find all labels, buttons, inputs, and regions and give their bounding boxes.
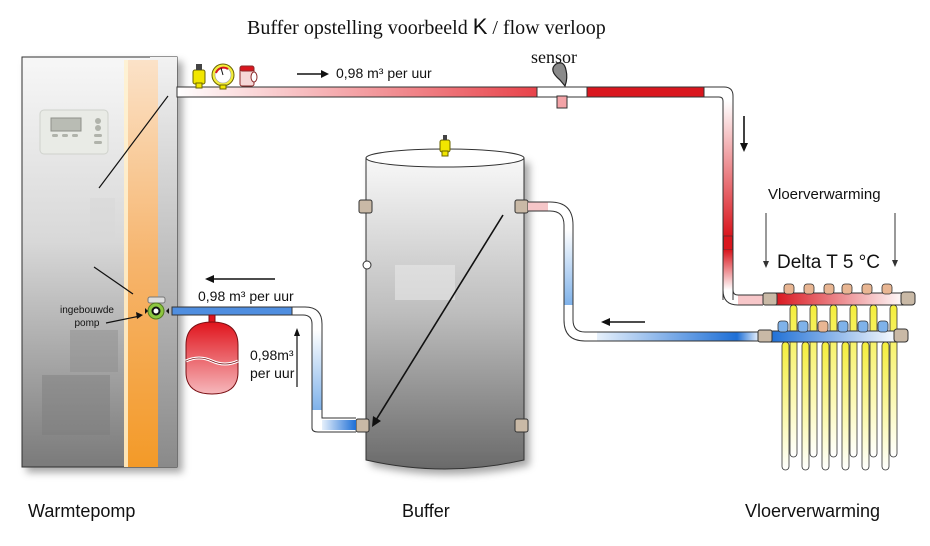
flow-rate-vertical: 0,98m³ per uur: [250, 346, 294, 382]
return-valve-cap: [797, 320, 809, 333]
return-pipe-left: [171, 275, 356, 433]
supply-valve-cap: [841, 283, 853, 295]
supply-valve-cap: [881, 283, 893, 295]
return-valve-cap: [817, 320, 829, 333]
pressure-gauge-icon: [211, 63, 235, 90]
pointer-line: [98, 95, 169, 189]
diagram-title: Buffer opstelling voorbeeld K / flow ver…: [247, 14, 606, 40]
buffer-air-vent-icon: [439, 135, 451, 157]
buffer-caption: Buffer: [402, 501, 450, 521]
safety-valve-icon: [239, 65, 258, 87]
controller-display-icon: [39, 109, 109, 155]
heating-loop: [781, 304, 798, 471]
pump-label-line2: pomp: [74, 318, 100, 329]
flow-rate-supply: 0,98 m³ per uur: [336, 65, 432, 81]
pointer-line: [105, 315, 141, 324]
supply-pipe: [176, 62, 763, 306]
supply-valve-cap: [823, 283, 835, 295]
flow-rate-vertical-line2: per uur: [250, 365, 295, 381]
temperature-sensor-icon: [552, 62, 568, 88]
supply-valve-cap: [803, 283, 815, 295]
heating-loop: [841, 304, 858, 471]
heating-loop: [881, 304, 898, 471]
pointer-line: [93, 266, 134, 295]
title-main: Buffer opstelling voorbeeld: [247, 17, 468, 39]
return-pipe-right: [528, 201, 761, 342]
flow-arrow-diagonal: [375, 214, 504, 421]
heat-pump-orange-strip: [124, 60, 158, 467]
air-vent-valve-icon: [192, 64, 206, 89]
flow-rate-vertical-line1: 0,98m³: [250, 347, 294, 363]
heat-pump: [21, 56, 178, 468]
supply-valve-cap: [861, 283, 873, 295]
supply-manifold-bar: [774, 292, 906, 306]
expansion-vessel-icon: [185, 314, 239, 395]
pump-label: ingebouwde pomp: [60, 304, 114, 330]
buffer-tank: [355, 135, 529, 470]
return-manifold-bar: [769, 330, 901, 343]
heating-loop: [821, 304, 838, 471]
pump-icon: [145, 296, 169, 320]
floor-heating-manifold: [757, 213, 916, 471]
heat-pump-caption: Warmtepomp: [28, 501, 136, 521]
return-valve-cap: [877, 320, 889, 333]
heating-loop: [801, 304, 818, 471]
return-valve-cap: [857, 320, 869, 333]
title-suffix: / flow verloop: [492, 17, 606, 39]
delta-t-label: Delta T 5 °C: [777, 252, 880, 273]
title-variant: K: [472, 14, 488, 39]
flow-rate-return: 0,98 m³ per uur: [198, 288, 294, 304]
sensor-label: sensor: [531, 47, 577, 67]
supply-valve-cap: [783, 283, 795, 295]
floor-heating-header-label: Vloerverwarming: [768, 186, 881, 203]
return-valve-cap: [777, 320, 789, 333]
pump-label-line1: ingebouwde: [60, 305, 114, 316]
floor-heating-caption: Vloerverwarming: [745, 501, 881, 521]
return-valve-cap: [837, 320, 849, 333]
